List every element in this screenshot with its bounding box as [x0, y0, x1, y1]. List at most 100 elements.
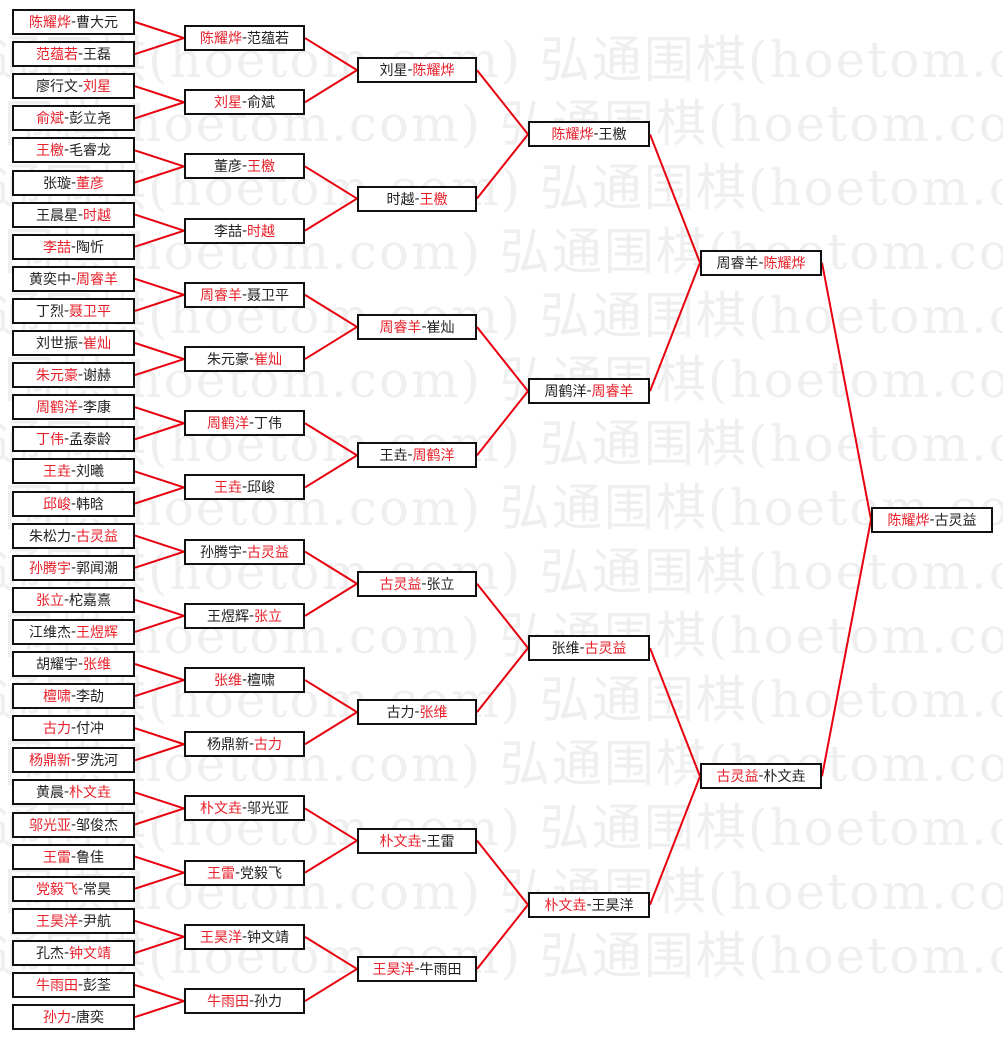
player-name: 张璇: [42, 176, 71, 192]
match-box-round-4: 周鹤洋-周睿羊: [528, 378, 650, 404]
player-name: 韩晗: [76, 497, 105, 513]
winner-name: 牛雨田: [35, 978, 78, 994]
winner-name: 朴文垚: [199, 801, 242, 817]
bracket-connector: [134, 871, 185, 890]
match-box-round-2: 朴文垚-邬光亚: [184, 795, 305, 821]
bracket-connector: [304, 454, 358, 489]
winner-name: 古灵益: [76, 529, 119, 545]
match-box-round-1: 朱元豪-谢赫: [12, 362, 135, 388]
player-name: 孔杰: [35, 946, 64, 962]
bracket-connector: [649, 262, 701, 392]
player-name: 黄晨: [35, 785, 64, 801]
bracket-connector: [134, 984, 185, 1003]
player-name: 邬光亚: [247, 801, 290, 817]
winner-name: 王檄: [35, 143, 64, 159]
match-box-round-2: 牛雨田-孙力: [184, 988, 305, 1014]
player-name: 王雷: [426, 834, 455, 850]
match-box-round-3: 朴文垚-王雷: [357, 828, 477, 854]
bracket-connector: [134, 1000, 185, 1019]
match-box-round-1: 周鹤洋-李康: [12, 394, 135, 420]
winner-name: 周睿羊: [379, 320, 422, 336]
separator: -: [241, 544, 248, 560]
winner-name: 张立: [35, 593, 64, 609]
bracket-connector: [476, 390, 529, 456]
bracket-connector: [304, 293, 358, 328]
match-box-round-4: 朴文垚-王昊洋: [528, 892, 650, 918]
separator: -: [586, 897, 592, 913]
winner-name: 孙腾宇: [28, 561, 71, 577]
winner-name: 杨鼎新: [28, 753, 71, 769]
player-name: 谢赫: [83, 368, 112, 384]
separator: -: [414, 961, 420, 977]
winner-name: 陈耀烨: [199, 31, 242, 47]
winner-name: 周鹤洋: [412, 448, 455, 464]
winner-name: 古灵益: [716, 769, 759, 785]
player-name: 柁嘉熹: [69, 593, 112, 609]
separator: -: [70, 528, 77, 544]
winner-name: 王昊洋: [35, 914, 78, 930]
bracket-connector: [134, 727, 185, 746]
player-name: 罗洗河: [76, 753, 119, 769]
player-name: 刘曦: [76, 464, 105, 480]
match-box-round-1: 牛雨田-彭荃: [12, 972, 135, 998]
bracket-connector: [304, 69, 358, 104]
player-name: 李康: [83, 400, 112, 416]
separator: -: [70, 175, 77, 191]
match-box-round-1: 邱峻-韩晗: [12, 491, 135, 517]
separator: -: [234, 865, 241, 881]
player-name: 聂卫平: [247, 288, 290, 304]
separator: -: [77, 656, 84, 672]
bracket-connector: [134, 919, 185, 938]
separator: -: [241, 287, 248, 303]
winner-name: 时越: [247, 224, 276, 240]
player-name: 黄奕中: [28, 272, 71, 288]
player-name: 陶忻: [76, 240, 105, 256]
match-box-round-2: 刘星-俞斌: [184, 89, 305, 115]
separator: -: [586, 383, 592, 399]
separator: -: [248, 993, 255, 1009]
match-box-round-1: 古力-付冲: [12, 715, 135, 741]
bracket-connector: [134, 85, 185, 104]
match-box-round-1: 王檄-毛睿龙: [12, 137, 135, 163]
player-name: 王煜辉: [206, 609, 249, 625]
player-name: 周睿羊: [716, 256, 759, 272]
separator: -: [414, 191, 420, 207]
bracket-connector: [649, 647, 701, 777]
winner-name: 王昊洋: [372, 962, 415, 978]
winner-name: 古灵益: [379, 577, 422, 593]
player-name: 檀啸: [247, 673, 276, 689]
bracket-connector: [304, 711, 358, 746]
separator: -: [63, 142, 70, 158]
player-name: 孙力: [254, 994, 283, 1010]
bracket-connector: [134, 406, 185, 425]
bracket-connector: [134, 165, 185, 184]
separator: -: [77, 207, 84, 223]
match-box-round-1: 杨鼎新-罗洗河: [12, 747, 135, 773]
player-name: 刘星: [379, 63, 408, 79]
winner-name: 周睿羊: [76, 272, 119, 288]
player-name: 郭闻潮: [76, 561, 119, 577]
separator: -: [241, 94, 248, 110]
match-box-round-1: 党毅飞-常昊: [12, 876, 135, 902]
winner-name: 李喆: [42, 240, 71, 256]
winner-name: 王雷: [42, 850, 71, 866]
separator: -: [248, 415, 255, 431]
separator: -: [70, 849, 77, 865]
player-name: 周鹤洋: [544, 384, 587, 400]
match-box-round-1: 檀啸-李劼: [12, 683, 135, 709]
separator: -: [758, 255, 764, 271]
winner-name: 周鹤洋: [35, 400, 78, 416]
bracket-connector: [304, 968, 358, 1002]
winner-name: 朴文垚: [379, 834, 422, 850]
winner-name: 俞斌: [35, 111, 64, 127]
player-name: 孙腾宇: [199, 545, 242, 561]
bracket-connector: [649, 775, 701, 906]
winner-name: 时越: [83, 208, 112, 224]
bracket-connector: [134, 101, 185, 120]
winner-name: 陈耀烨: [763, 256, 806, 272]
separator: -: [248, 351, 255, 367]
bracket-connector: [134, 598, 185, 617]
winner-name: 王垚: [213, 480, 242, 496]
winner-name: 周睿羊: [199, 288, 242, 304]
player-name: 刘世振: [35, 336, 78, 352]
